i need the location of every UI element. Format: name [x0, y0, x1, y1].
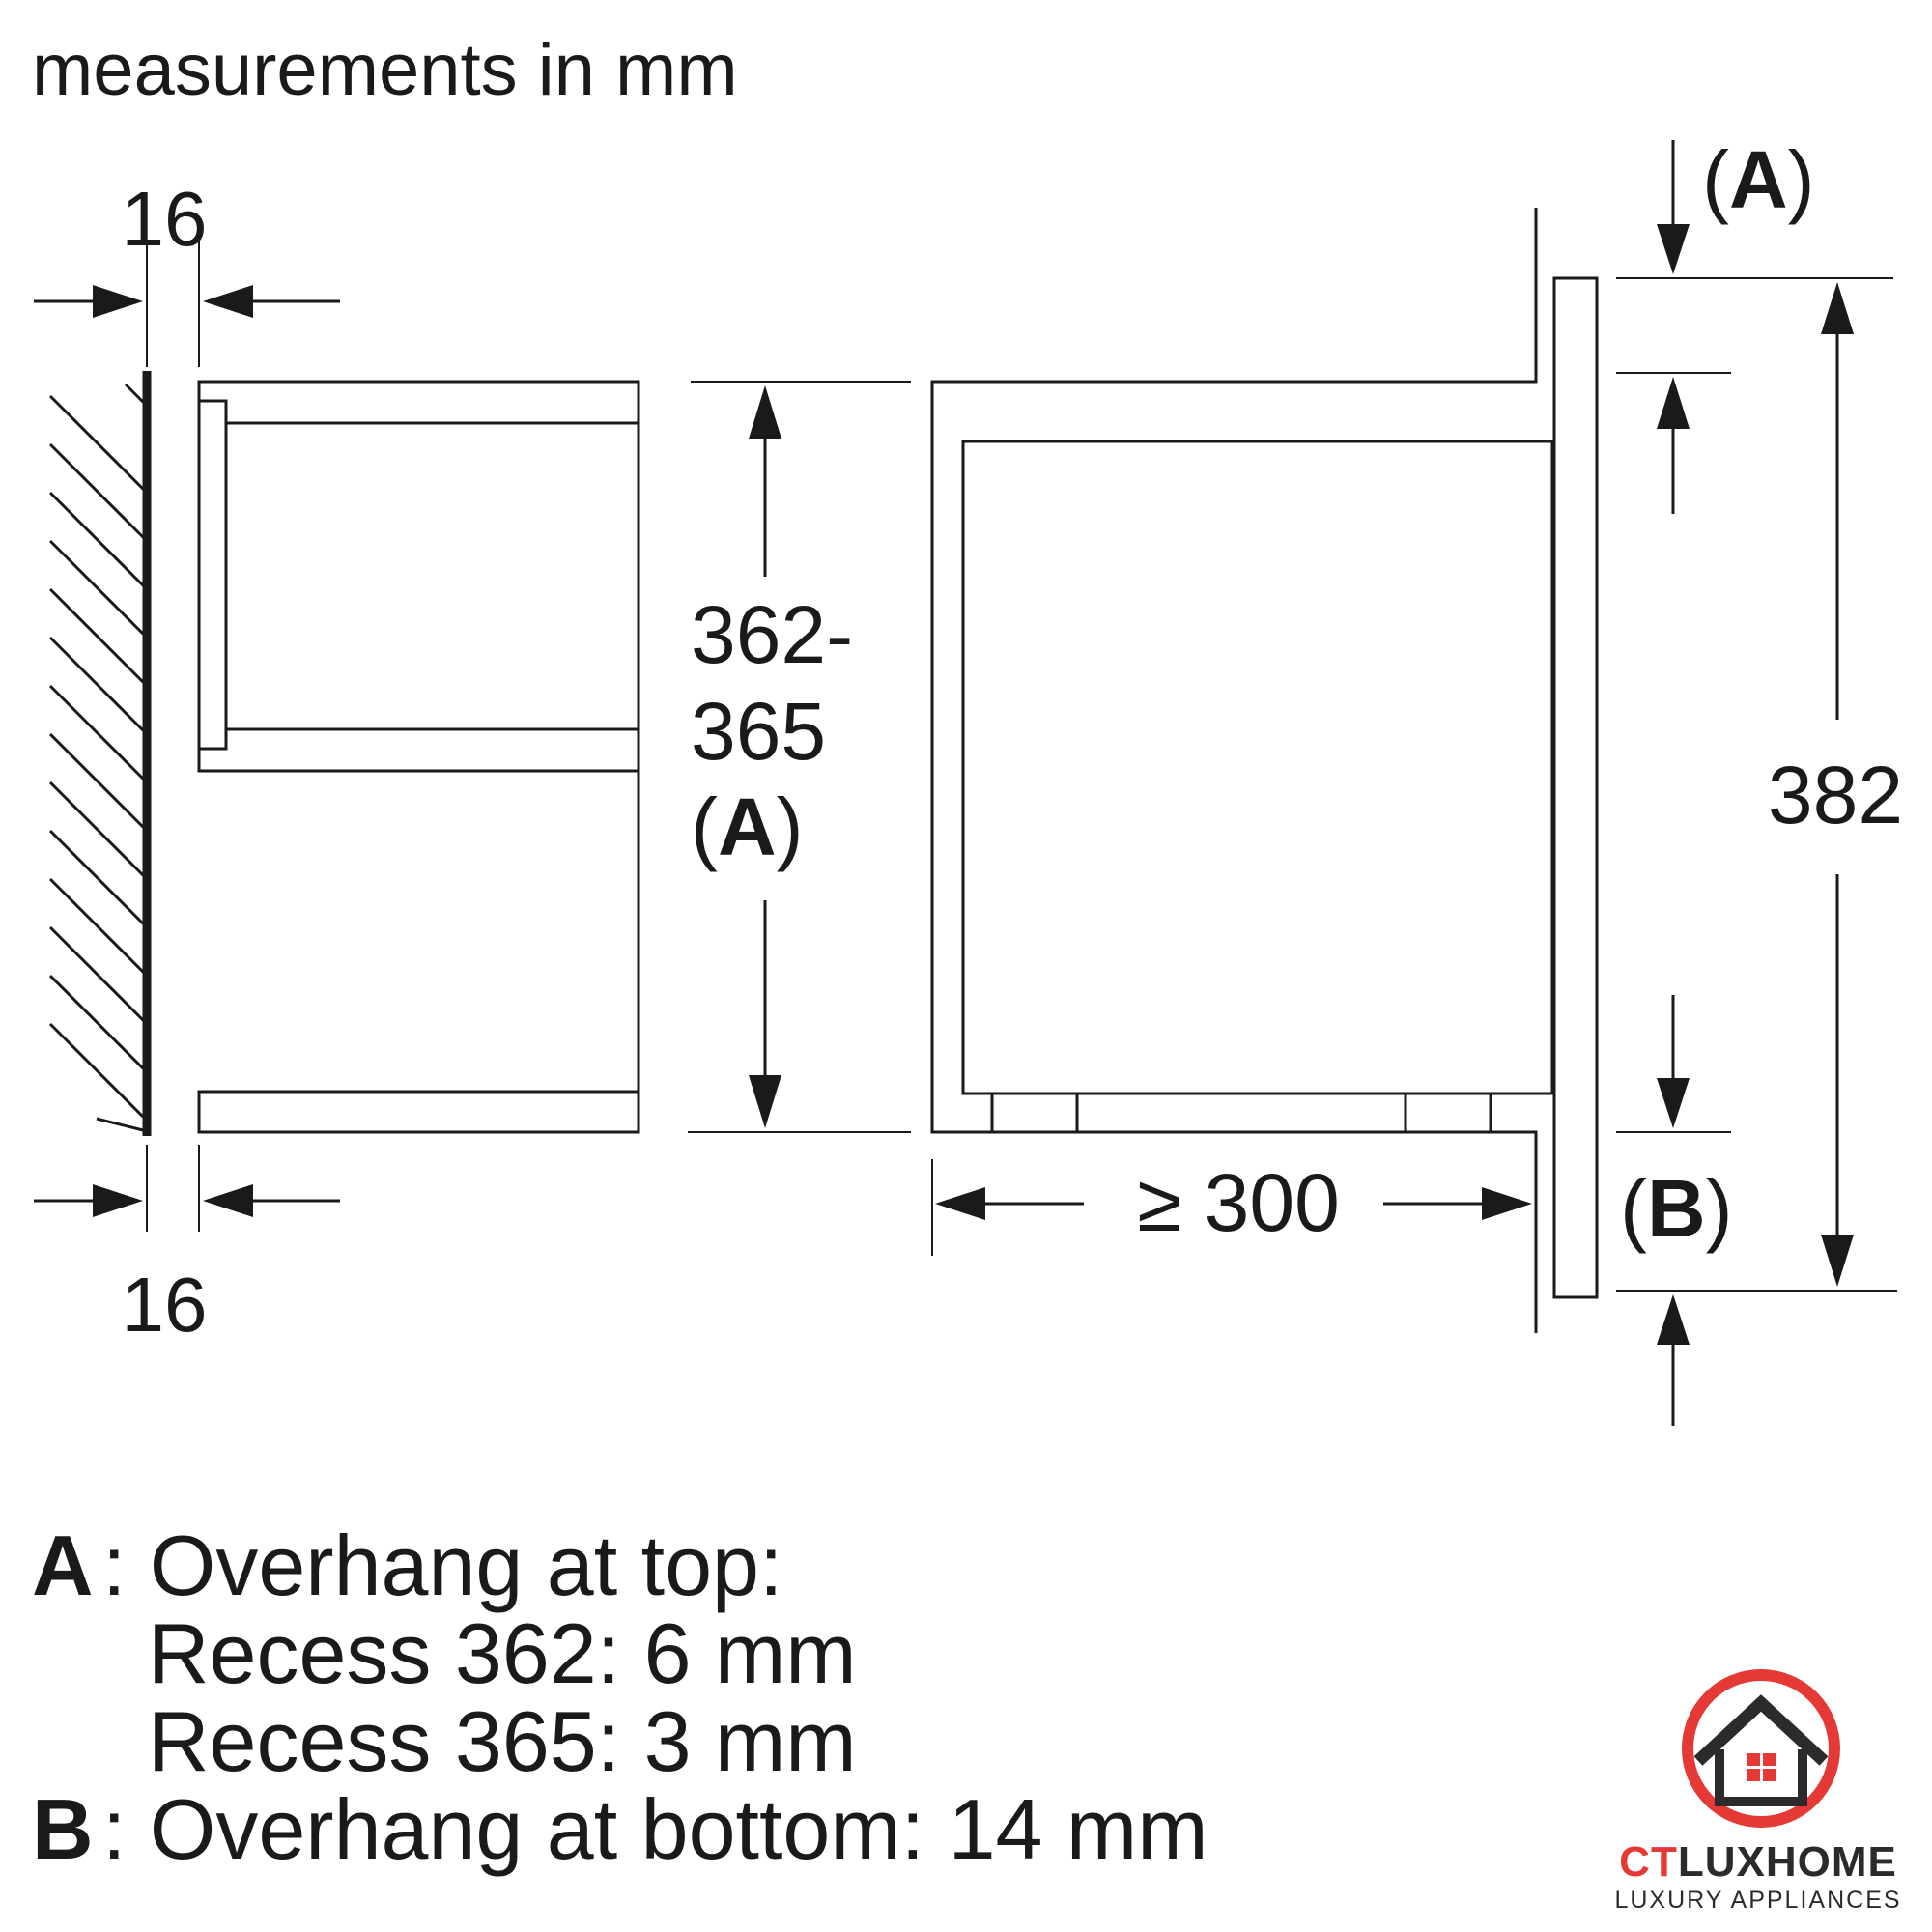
title: measurements in mm: [32, 29, 738, 111]
panel-height-label: 382: [1768, 750, 1903, 840]
dimension-depth: ≥ 300: [931, 1157, 1532, 1256]
overhang-bottom-label: (B): [1620, 1163, 1733, 1254]
dimension-left-top: 16: [34, 176, 340, 367]
recess-height-line1: 362-: [691, 589, 853, 680]
dimension-left-bottom: 16: [34, 1145, 340, 1348]
brand-tagline: LUXURY APPLIANCES: [1614, 1887, 1902, 1914]
depth-label: ≥ 300: [1137, 1157, 1340, 1248]
recess-height-line2: 365: [691, 686, 826, 777]
dimension-overhang-bottom: (B): [1616, 995, 1897, 1426]
legend-b-key: B: [32, 1781, 94, 1877]
recess-height-ref: (A): [691, 781, 804, 872]
dimension-recess-height: 362- 365 (A): [688, 381, 911, 1133]
wall-hatching: [48, 383, 149, 1132]
legend-a-text: : Overhang at top:: [102, 1518, 783, 1613]
overhang-top-label: (A): [1702, 134, 1815, 225]
dimension-left-bottom-label: 16: [122, 1262, 208, 1348]
brand-name: CTLUXHOME: [1619, 1838, 1897, 1886]
legend-b: B: Overhang at bottom: 14 mm: [32, 1785, 1208, 1873]
house-icon: [1682, 1669, 1840, 1828]
appliance-side-view: [930, 208, 1599, 1333]
legend-a: A: Overhang at top:: [32, 1521, 1208, 1609]
legend-a-recess-362: Recess 362: 6 mm: [148, 1605, 857, 1701]
dimension-overhang-top: (A): [1616, 134, 1893, 514]
legend-b-text: : Overhang at bottom: 14 mm: [102, 1781, 1208, 1877]
cabinet-side-view: [197, 380, 640, 1134]
legend-a-recess-365: Recess 365: 3 mm: [148, 1693, 857, 1789]
legend-a-key: A: [32, 1518, 94, 1613]
dimension-panel-height: 382: [1768, 282, 1903, 1287]
brand-logo: CTLUXHOME LUXURY APPLIANCES: [1584, 1657, 1932, 1932]
legend: A: Overhang at top: Recess 362: 6 mm Rec…: [32, 1521, 1208, 1873]
dimension-left-top-label: 16: [122, 176, 208, 262]
